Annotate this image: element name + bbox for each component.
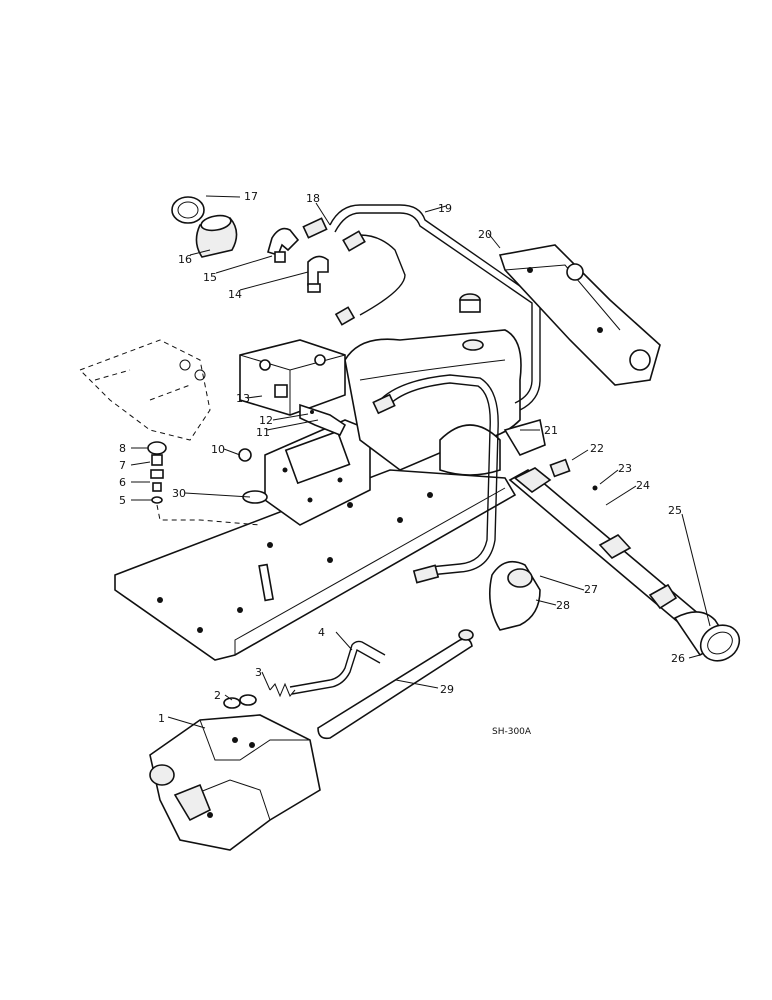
callout-21: 21 (544, 424, 558, 437)
callout-4: 4 (318, 626, 325, 639)
plug-22 (549, 458, 571, 478)
callout-5: 5 (119, 494, 126, 507)
stud-bolt (258, 563, 274, 602)
callout-15: 15 (203, 271, 217, 284)
bracket-21 (503, 418, 546, 456)
lift-housing-cover (344, 329, 522, 476)
bolt-stack-5-8 (147, 441, 261, 526)
callout-24: 24 (636, 479, 650, 492)
pin-23 (592, 485, 598, 491)
callout-29: 29 (440, 683, 454, 696)
lift-arm-bracket-20 (498, 244, 661, 386)
callout-labels: 17 16 15 14 18 19 20 13 12 11 10 30 8 7 … (119, 190, 685, 725)
callout-25: 25 (668, 504, 682, 517)
lift-arm-28 (489, 560, 541, 631)
mounting-plate (114, 469, 517, 661)
tube-4 (289, 640, 386, 695)
callout-10: 10 (211, 443, 225, 456)
leader-lines (130, 195, 711, 729)
hydraulic-pipe-19 (329, 204, 541, 411)
callout-27: 27 (584, 583, 598, 596)
callout-2: 2 (214, 689, 221, 702)
pipe-fitting-left (412, 564, 440, 584)
callout-7: 7 (119, 459, 126, 472)
spring-3 (269, 682, 296, 698)
callout-23: 23 (618, 462, 632, 475)
callout-22: 22 (590, 442, 604, 455)
callout-1: 1 (158, 712, 165, 725)
union-fitting-18 (302, 217, 366, 252)
callout-13: 13 (236, 392, 250, 405)
hydraulic-pump-1 (149, 714, 321, 851)
elbow-fitting-15 (267, 227, 300, 263)
callout-14: 14 (228, 288, 242, 301)
hydraulic-pipe-27 (379, 374, 499, 576)
callout-3: 3 (255, 666, 262, 679)
cap-26 (699, 624, 741, 662)
union-fitting-mid (334, 306, 396, 415)
elbow-fitting-14 (307, 255, 329, 293)
callout-19: 19 (438, 202, 452, 215)
callout-17: 17 (244, 190, 258, 203)
callout-16: 16 (178, 253, 192, 266)
bolt-10 (238, 448, 252, 462)
callout-20: 20 (478, 228, 492, 241)
callout-11: 11 (256, 426, 270, 439)
callout-12: 12 (259, 414, 273, 427)
seal-ring-17 (171, 196, 205, 224)
callout-28: 28 (556, 599, 570, 612)
control-valve-body (264, 419, 371, 526)
valve-block-13 (239, 339, 346, 416)
sensing-fitting-11-12 (299, 403, 347, 437)
callout-6: 6 (119, 476, 126, 489)
callout-26: 26 (671, 652, 685, 665)
washer-2 (223, 694, 257, 709)
bracket-outline (79, 339, 211, 441)
callout-8: 8 (119, 442, 126, 455)
callout-30: 30 (172, 487, 186, 500)
filler-cap (459, 293, 481, 313)
callout-18: 18 (306, 192, 320, 205)
drawing-reference-code: SH-300A (492, 727, 532, 737)
lift-rod-29 (317, 629, 474, 740)
bushing-16 (195, 214, 238, 258)
